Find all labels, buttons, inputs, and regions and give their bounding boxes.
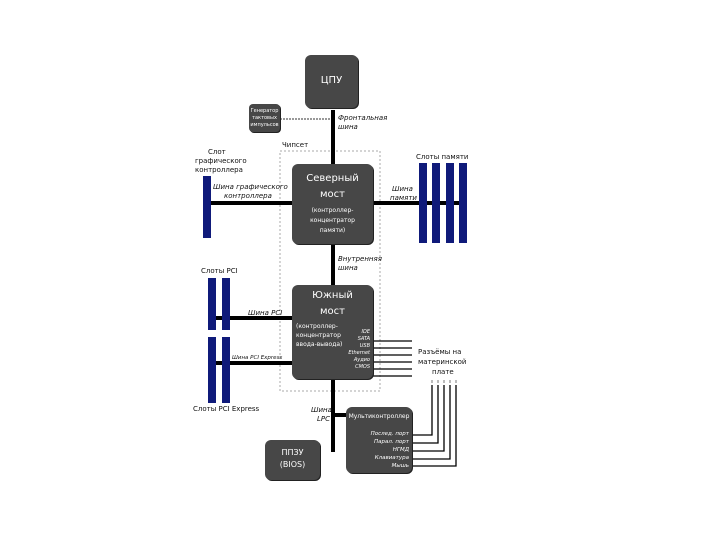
internal-bus-label-1: Внутренняя bbox=[338, 255, 382, 263]
clock-label-2: тактовых bbox=[252, 115, 277, 121]
mem-slots-label: Слоты памяти bbox=[416, 153, 469, 161]
cpu-label: ЦПУ bbox=[320, 75, 343, 86]
board-connectors-label-2: материнской bbox=[418, 358, 467, 366]
pcie-slots bbox=[208, 337, 230, 403]
pci-slots bbox=[208, 278, 230, 330]
northbridge-title-1: Северный bbox=[306, 173, 359, 184]
memory-slots bbox=[419, 163, 467, 243]
pci-slots-label: Слоты PCI bbox=[201, 267, 238, 275]
northbridge-sub-3: памяти) bbox=[319, 227, 346, 234]
gfx-slot-label-2: графического bbox=[195, 157, 247, 165]
superio-port-serial: Послед. порт bbox=[370, 431, 409, 437]
superio-port-parallel: Парал. порт bbox=[373, 439, 409, 445]
connector-ticks bbox=[431, 380, 457, 383]
cpu-box: ЦПУ bbox=[305, 55, 358, 108]
clock-generator-box: Генератор тактовых импульсов bbox=[249, 104, 280, 132]
superio-title: Мультиконтроллер bbox=[348, 413, 410, 420]
gfx-slot-label-1: Слот bbox=[208, 148, 226, 156]
pcie-slots-label: Слоты PCI Express bbox=[193, 405, 260, 413]
northbridge-sub-2: концентратор bbox=[310, 217, 355, 224]
sb-port-usb: USB bbox=[359, 343, 370, 349]
southbridge-title-1: Южный bbox=[312, 290, 353, 301]
chipset-label: Чипсет bbox=[282, 141, 309, 149]
sb-port-audio: Аудио bbox=[353, 357, 370, 363]
sb-port-ethernet: Ethernet bbox=[348, 350, 370, 356]
southbridge-sub-1: (контроллер- bbox=[296, 323, 338, 330]
mem-bus-label-2: памяти bbox=[390, 194, 417, 202]
gfx-bus-label-1: Шина графического bbox=[213, 183, 288, 191]
board-connectors-label-1: Разъёмы на bbox=[418, 348, 462, 356]
gfx-bus-label-2: контроллера bbox=[224, 192, 272, 200]
clock-label-3: импульсов bbox=[250, 122, 279, 128]
bios-label-1: ППЗУ bbox=[281, 448, 304, 457]
gfx-slot-label-3: контроллера bbox=[195, 166, 243, 174]
bios-box: ППЗУ (BIOS) bbox=[265, 440, 320, 480]
superio-box: Мультиконтроллер Послед. порт Парал. пор… bbox=[346, 407, 412, 473]
mem-bus-label-1: Шина bbox=[392, 185, 413, 193]
southbridge-box: Южный мост (контроллер- концентратор вво… bbox=[292, 285, 373, 379]
pci-bus-label: Шина PCI bbox=[248, 309, 283, 317]
southbridge-sub-3: ввода-вывода) bbox=[296, 341, 343, 348]
northbridge-title-2: мост bbox=[320, 189, 345, 200]
lpc-bus-label-2: LPC bbox=[317, 415, 331, 423]
superio-port-keyboard: Клавиатура bbox=[374, 455, 409, 461]
gfx-slot bbox=[203, 176, 211, 238]
superio-port-fdd: НГМД bbox=[392, 447, 409, 453]
sb-port-sata: SATA bbox=[357, 336, 370, 342]
front-bus-label-2: шина bbox=[338, 123, 358, 131]
superio-port-mouse: Мышь bbox=[391, 463, 409, 469]
pcie-bus-label: Шина PCI Express bbox=[232, 355, 283, 361]
chipset-boundary bbox=[279, 150, 381, 392]
sb-port-lines bbox=[371, 340, 412, 377]
northbridge-box: Северный мост (контроллер- концентратор … bbox=[292, 164, 373, 244]
bios-label-2: (BIOS) bbox=[279, 460, 306, 469]
superio-port-lines bbox=[410, 385, 457, 467]
sb-port-cmos: CMOS bbox=[355, 364, 370, 370]
lpc-bus-label-1: Шина bbox=[311, 406, 332, 414]
clock-label-1: Генератор bbox=[250, 108, 279, 114]
sb-port-ide: IDE bbox=[361, 329, 370, 335]
front-bus-label-1: Фронтальная bbox=[338, 114, 388, 122]
northbridge-sub-1: (контроллер- bbox=[311, 207, 354, 214]
southbridge-sub-2: концентратор bbox=[296, 332, 341, 339]
internal-bus-label-2: шина bbox=[338, 264, 358, 272]
board-connectors-label-3: плате bbox=[432, 368, 454, 376]
southbridge-title-2: мост bbox=[320, 306, 345, 317]
